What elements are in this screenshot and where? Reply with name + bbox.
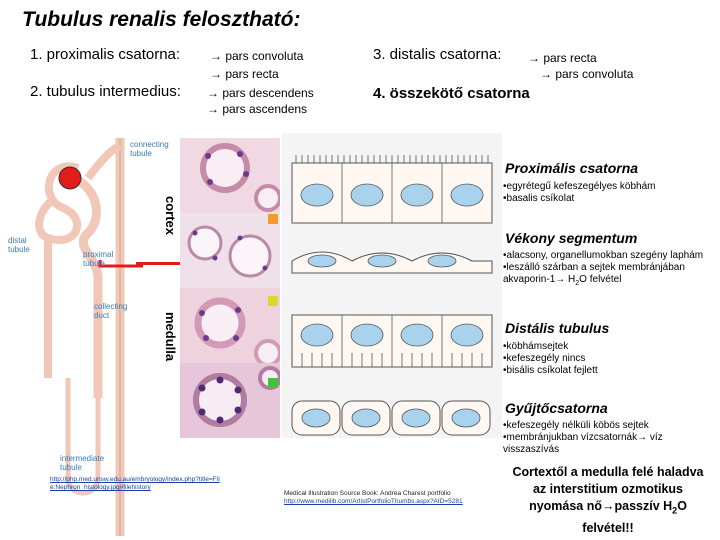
distalis-part-2: → pars convoluta (540, 67, 633, 81)
panel-title-gyujto: Gyűjtőcsatorna (505, 400, 608, 416)
credit-left-link[interactable]: http://php.med.unsw.edu.au/embryology/in… (50, 476, 220, 491)
conclusion-line-3: nyomása nő→passzív H2O (500, 498, 716, 520)
conclusion-line-3a: nyomása nő→passzív H (529, 499, 672, 513)
intermedius-label: 2. tubulus intermedius: (30, 83, 181, 100)
cell-schematics (282, 133, 502, 438)
label-collecting: collecting duct (94, 302, 127, 320)
conclusion-line-2: az interstitium ozmotikus (500, 481, 716, 498)
panel-title-vekony: Vékony segmentum (505, 230, 637, 246)
panel-title-distalis: Distális tubulus (505, 320, 609, 336)
conclusion-line-3b: O (677, 499, 687, 513)
bullet: •leszálló szárban a sejtek membránjában (503, 262, 720, 274)
credit-left[interactable]: http://php.med.unsw.edu.au/embryology/in… (50, 476, 260, 492)
color-marker-green (268, 378, 278, 388)
bullet: •kefeszegély nélküli köbös sejtek (503, 420, 720, 432)
conclusion-line-4: felvétel!! (500, 520, 716, 537)
panel-title-proximalis: Proximális csatorna (505, 160, 638, 176)
panel-bullets-distalis: •köbhámsejtek •kefeszegély nincs •bisáli… (503, 341, 720, 377)
panel-bullets-proximalis: •egyrétegű kefeszegélyes köbhám •basalis… (503, 181, 720, 205)
bullet: •kefeszegély nincs (503, 353, 720, 365)
cortex-label: cortex (163, 196, 178, 235)
label-intermediate: intermediate tubule (60, 454, 104, 472)
conclusion-line-1: Cortextől a medulla felé haladva (500, 464, 716, 481)
distalis-part-1: → pars recta (528, 51, 597, 65)
bullet: •köbhámsejtek (503, 341, 720, 353)
bullet: •bisális csíkolat fejlett (503, 365, 720, 377)
proximalis-part-2: → pars recta (210, 67, 279, 81)
boundary-line (136, 262, 180, 265)
proximal-cells (292, 155, 492, 223)
intermedius-part-1: → pars descendens (207, 86, 314, 100)
thin-cells (292, 252, 492, 273)
bullet: •membránjukban vízcsatornák→ víz (503, 432, 720, 444)
credit-mid-link[interactable]: http://www.medilib.com/ArtistPortfolioTh… (284, 498, 474, 506)
collecting-cells (292, 401, 490, 435)
osszekoto-label: 4. összekötő csatorna (373, 85, 530, 102)
panel-bullets-vekony: •alacsony, organellumokban szegény laphá… (503, 250, 720, 290)
panel-bullets-gyujto: •kefeszegély nélküli köbös sejtek •membr… (503, 420, 720, 456)
bullet: akvaporin-1→ H2O felvétel (503, 274, 720, 290)
distal-cells (292, 315, 492, 367)
histology-svg (180, 138, 280, 438)
intermedius-part-2: → pars ascendens (207, 102, 307, 116)
credit-mid: Medical Illustration Source Book: Andrea… (284, 490, 474, 506)
proximalis-part-1: → pars convoluta (210, 49, 303, 63)
histology-column (180, 138, 280, 438)
cell-schematics-svg (282, 133, 502, 438)
bullet: •basalis csíkolat (503, 193, 720, 205)
bullet: •egyrétegű kefeszegélyes köbhám (503, 181, 720, 193)
credit-mid-text: Medical Illustration Source Book: Andrea… (284, 490, 474, 498)
label-proximal: proximal tubule (83, 250, 113, 268)
label-distal: distal tubule (8, 236, 30, 254)
bullet: •alacsony, organellumokban szegény laphá… (503, 250, 720, 262)
proximalis-label: 1. proximalis csatorna: (30, 46, 180, 63)
color-marker-yellow (268, 296, 278, 306)
label-connecting: connecting tubule (130, 140, 169, 158)
conclusion-text: Cortextől a medulla felé haladva az inte… (500, 464, 716, 537)
color-marker-orange (268, 214, 278, 224)
page-title: Tubulus renalis felosztható: (22, 8, 300, 32)
distalis-label: 3. distalis csatorna: (373, 46, 501, 63)
bullet: visszaszívás (503, 444, 720, 456)
medulla-label: medulla (163, 312, 178, 361)
